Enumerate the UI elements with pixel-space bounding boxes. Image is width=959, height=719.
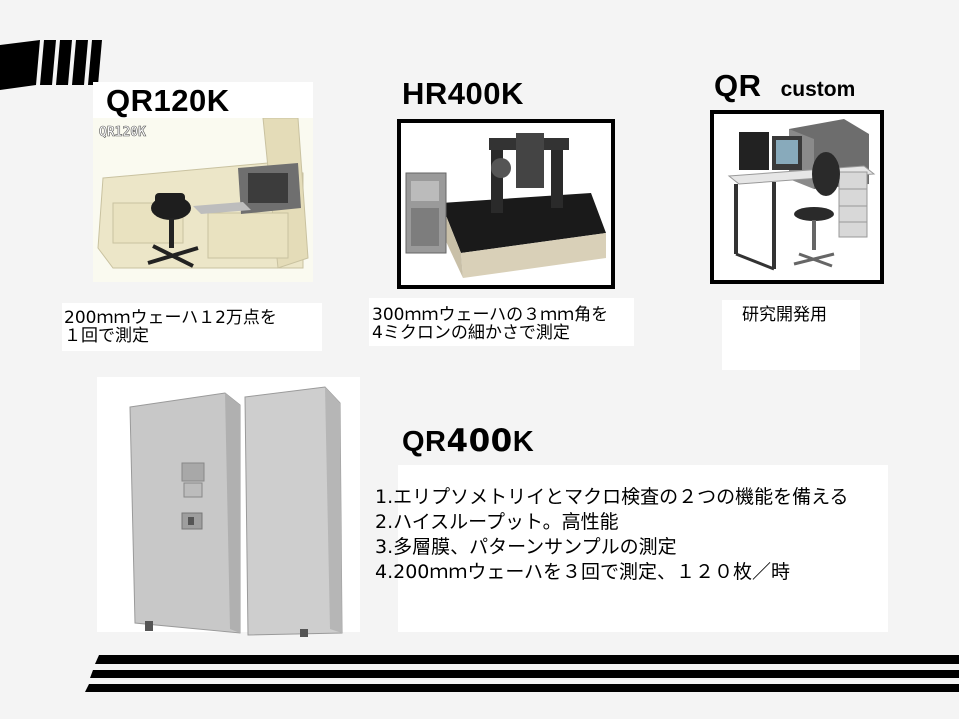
qr-custom-title-part2: custom — [780, 78, 856, 101]
feature-item-1: 1.エリプソメトリイとマクロ検査の２つの機能を備える — [375, 486, 849, 508]
logo-stripes-icon — [0, 40, 102, 90]
qr-custom-title: QR custom — [714, 68, 855, 104]
feature-item-4: 4.200ｍｍウェーハを３回で測定、１２０枚／時 — [375, 561, 791, 583]
qr400k-title-part3: K — [512, 426, 535, 458]
product-photo-qr120k: QR120K — [93, 118, 313, 282]
qr400k-title-part1: QR — [402, 426, 447, 458]
qr-custom-title-part1: QR — [714, 68, 762, 103]
qr120k-description: 200ｍｍウェーハ１2万点を １回で測定 — [64, 308, 277, 346]
qr120k-photo-label: QR120K — [99, 125, 146, 140]
qr400k-title: QR400K — [402, 423, 534, 459]
feature-item-2: 2.ハイスループット。高性能 — [375, 511, 619, 533]
hr400k-description: 300ｍｍウェーハの３ｍｍ角を 4ミクロンの細かさで測定 — [372, 305, 609, 343]
hr400k-title: HR400K — [402, 76, 524, 111]
product-photo-qr400k — [129, 386, 343, 637]
qr120k-desc-box — [62, 303, 322, 351]
qr-custom-frame — [710, 110, 884, 284]
hr400k-frame — [397, 119, 615, 289]
footer-stripes-icon — [85, 655, 959, 692]
feature-item-3: 3.多層膜、パターンサンプルの測定 — [375, 536, 677, 558]
qr-custom-description: 研究開発用 — [742, 305, 827, 325]
qr120k-title: QR120K — [106, 83, 230, 118]
product-photo-hr400k — [401, 123, 611, 285]
qr-custom-desc-box — [722, 300, 860, 370]
qr400k-title-part2: 400 — [446, 423, 513, 459]
qr400k-feature-box — [398, 465, 888, 632]
product-photo-qr-custom — [714, 114, 880, 280]
hr400k-desc-box — [369, 298, 634, 346]
qr400k-feature-list: 1.エリプソメトリイとマクロ検査の２つの機能を備える 2.ハイスループット。高性… — [375, 485, 849, 585]
